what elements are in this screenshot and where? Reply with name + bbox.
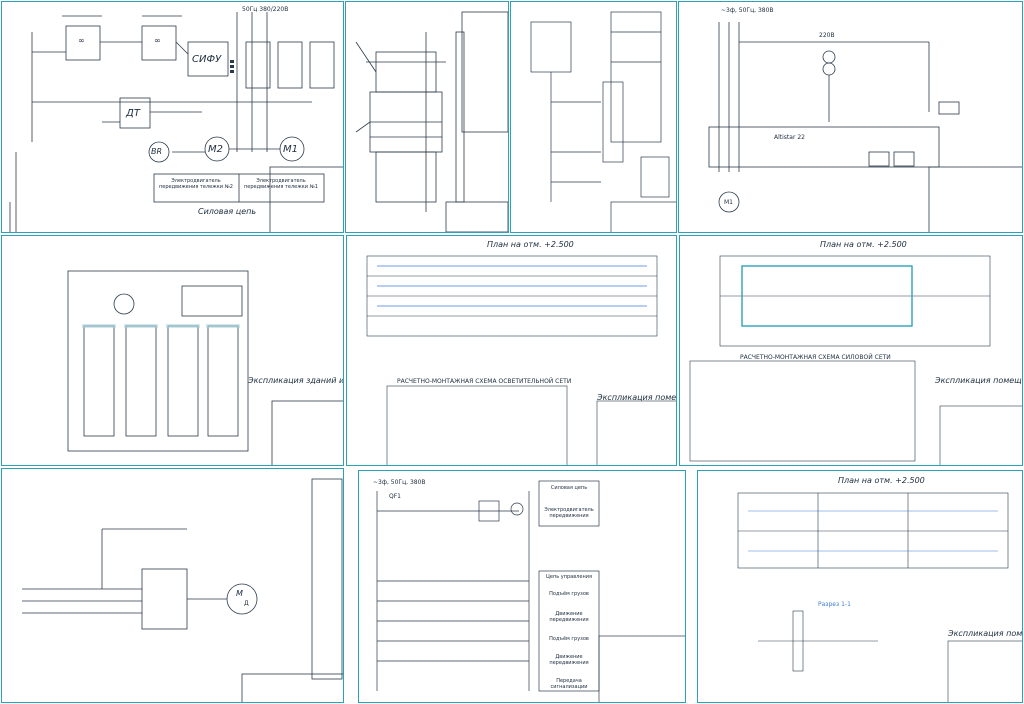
relay-breaker: QF1: [389, 493, 401, 500]
wiring-supply: ~3ф, 50Гц, 380В: [721, 7, 774, 14]
relay-circuit-drawing: [376, 480, 685, 702]
relay-label-3: Цепь управления: [546, 574, 592, 580]
wiring-voltage: 220В: [819, 32, 835, 39]
drive-motor: M: [236, 589, 243, 598]
plan-section-title: План на отм. +2.500: [838, 476, 925, 485]
table-row-2: Электродвигатель передвижения тележки №1: [244, 178, 318, 190]
plc-label: Altistar 22: [774, 134, 805, 141]
drive-motor-sub: Д: [244, 600, 249, 607]
sheet-motor-wiring: ~3ф, 50Гц, 380В 220В Altistar 22 M1: [678, 1, 1023, 233]
sheet-plan-section: План на отм. +2.500 Разрез 1-1 Экспликац…: [697, 470, 1023, 703]
wiring-motor: M1: [724, 199, 733, 206]
mechanical-drawing: [355, 11, 508, 232]
sheet-lighting-plan: План на отм. +2.500 РАСЧЕТНО-МОНТАЖНАЯ С…: [346, 235, 677, 466]
relay-label-6: Подъём грузов: [549, 636, 589, 642]
relay-label-1: Силовая цепь: [550, 485, 588, 491]
sheet-caption: Силовая цепь: [198, 207, 257, 216]
sheet-power-circuit: 50Гц 380/220В ∞ ∞ СИФУ ДТ BR M2 M1 Элект…: [1, 1, 344, 233]
sheet-control-schematic: [510, 1, 677, 233]
plan-section-subtitle: Экспликация помещений: [948, 629, 1023, 638]
sheet-site-plan: Экспликация зданий и сооружений: [1, 235, 344, 466]
sheet-drive: M Д: [1, 468, 344, 703]
relay-label-2: Электродвигатель передвижения: [544, 507, 594, 519]
lighting-plan-title: План на отм. +2.500: [487, 240, 574, 249]
relay-label-8: Передача сигнализации: [550, 678, 588, 690]
power-table-title: РАСЧЕТНО-МОНТАЖНАЯ СХЕМА СИЛОВОЙ СЕТИ: [740, 354, 891, 361]
power-plan-drawing: [689, 255, 1022, 465]
relay-label-4: Подъём грузов: [549, 591, 589, 597]
sheet-relay-circuit: ~3ф, 50Гц, 380В QF1 Силовая цепь Электро…: [358, 470, 686, 703]
power-plan-title: План на отм. +2.500: [820, 240, 907, 249]
section-label: Разрез 1-1: [818, 601, 851, 608]
lighting-plan-drawing: [366, 255, 676, 465]
table-row-1: Электродвигатель передвижения тележки №2: [159, 178, 233, 190]
relay-supply: ~3ф, 50Гц, 380В: [373, 479, 426, 486]
lighting-table-title: РАСЧЕТНО-МОНТАЖНАЯ СХЕМА ОСВЕТИТЕЛЬНОЙ С…: [397, 378, 572, 385]
block-integrator-2: ∞: [154, 36, 161, 45]
power-circuit-drawing: [9, 12, 343, 232]
relay-label-7: Движение передвижения: [549, 654, 589, 666]
plan-section-drawing: [737, 492, 1022, 702]
lighting-plan-subtitle: Экспликация помещений: [597, 393, 677, 402]
site-plan-title: Экспликация зданий и сооружений: [248, 376, 344, 385]
supply-label: 50Гц 380/220В: [242, 6, 289, 13]
sheet-mechanical: [345, 1, 509, 233]
motor-wiring-drawing: [708, 22, 1022, 232]
block-dt: ДТ: [126, 108, 140, 119]
site-plan-drawing: [67, 270, 343, 465]
power-plan-subtitle: Экспликация помещений: [935, 376, 1022, 385]
sheet-power-plan: План на отм. +2.500 РАСЧЕТНО-МОНТАЖНАЯ С…: [679, 235, 1023, 466]
relay-label-5: Движение передвижения: [549, 611, 589, 623]
motor-m1: M1: [283, 144, 298, 155]
control-schematic-drawing: [530, 11, 676, 232]
motor-m2: M2: [208, 144, 223, 155]
motor-br: BR: [151, 147, 163, 156]
block-integrator-1: ∞: [78, 36, 85, 45]
block-sifu: СИФУ: [192, 54, 222, 65]
drive-drawing: [22, 478, 343, 702]
